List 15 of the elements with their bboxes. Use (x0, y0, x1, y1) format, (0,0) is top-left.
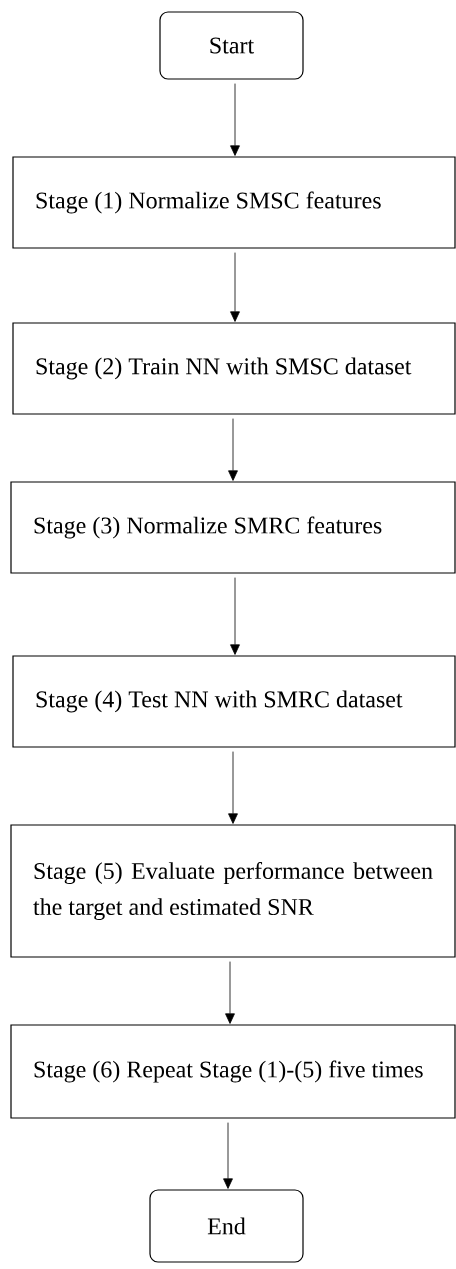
process-box: Stage (3) Normalize SMRC features (10, 481, 456, 574)
arrow (230, 644, 240, 655)
process-box: Stage (2) Train NN with SMSC dataset (12, 322, 456, 415)
arrow (223, 1178, 233, 1189)
terminal-box: Start (159, 11, 304, 80)
arrow (230, 311, 240, 322)
arrow (228, 813, 238, 824)
process-box: Stage (1) Normalize SMSC features (12, 156, 456, 249)
arrow (228, 470, 238, 481)
process-box: Stage (4) Test NN with SMRC dataset (12, 655, 456, 748)
terminal-box: End (149, 1189, 304, 1263)
process-box: Stage (5) Evaluate performance between the target and estimated SNR (10, 824, 456, 958)
process-box: Stage (6) Repeat Stage (1)-(5) five times (10, 1024, 456, 1119)
arrow (230, 145, 240, 156)
arrow (225, 1013, 235, 1024)
